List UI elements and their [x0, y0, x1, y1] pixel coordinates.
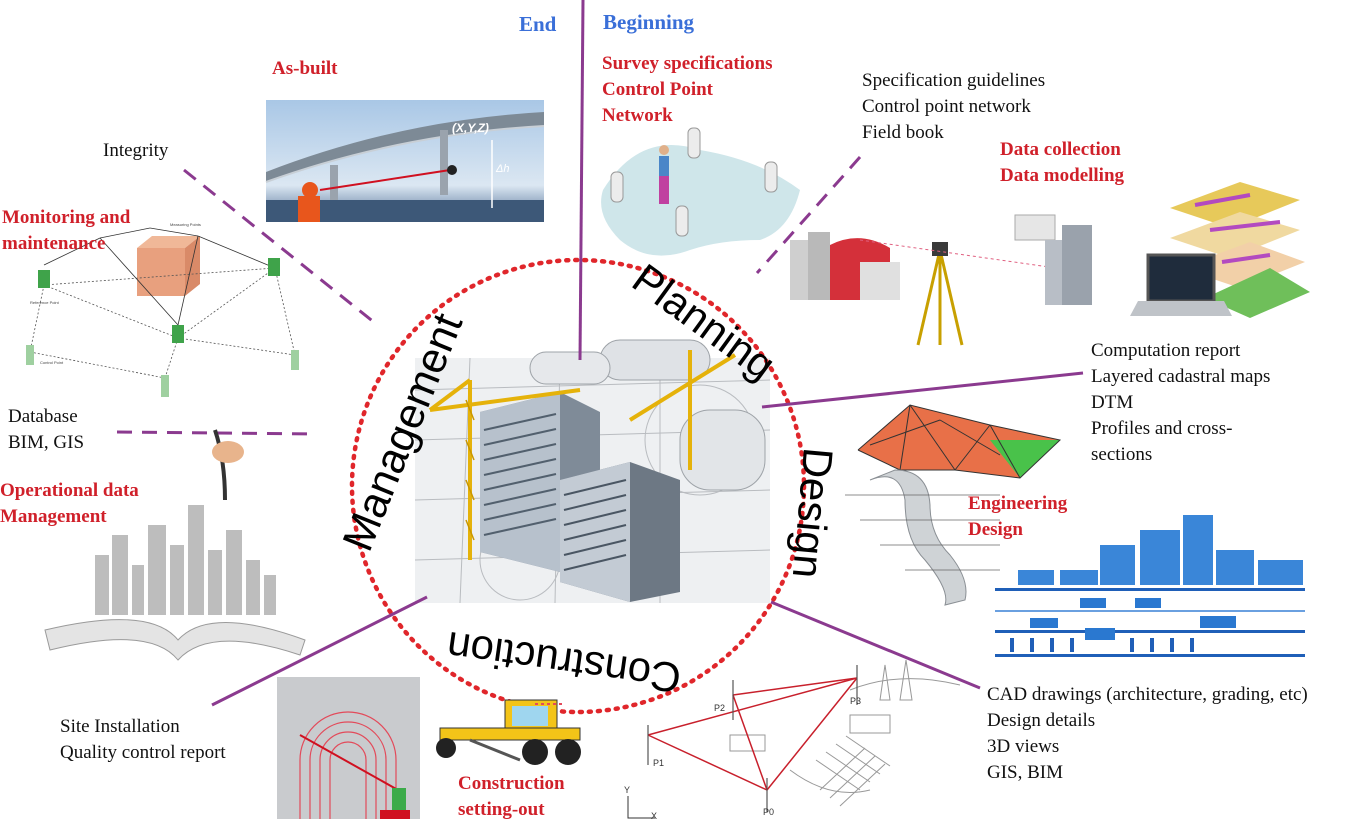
end-marker-label: End	[519, 12, 557, 36]
data-collection-stage-label: Data collection Data modelling	[1000, 137, 1124, 189]
tin-surface-illustration	[857, 404, 1062, 479]
point-label-p1: P1	[653, 758, 665, 768]
survey-stage-line: Survey specifications	[602, 53, 773, 74]
lifecycle-dotted-circle	[349, 257, 807, 715]
planning-deliverables-list: Specification guidelines Control point n…	[862, 68, 1045, 146]
management-deliverables-list: Database BIM, GIS	[8, 404, 84, 456]
engineering-stage-label: Engineering Design	[968, 491, 1067, 543]
xyz-annotation: (X,Y,Z)	[452, 121, 489, 135]
grader-machine-illustration	[436, 699, 581, 765]
construction-setout-stage-line: setting-out	[458, 799, 545, 820]
construction-setout-stage-label: Construction setting-out	[458, 771, 565, 823]
deliverable-item: Computation report	[1091, 340, 1241, 361]
survey-stage-label: Survey specifications Control Point Netw…	[602, 51, 772, 129]
control-point-label: Control Point	[40, 360, 64, 365]
monitoring-stage-line: maintenance	[2, 233, 106, 254]
setting-out-sketch	[627, 659, 961, 819]
deliverable-item: Field book	[862, 122, 944, 143]
deliverable-item: GIS, BIM	[987, 762, 1064, 783]
beginning-marker-label: Beginning	[603, 10, 695, 34]
connector-lines	[116, 0, 1084, 707]
city-book-illustration	[44, 429, 306, 661]
axis-label-y: Y	[624, 785, 631, 795]
point-label-p3: P3	[850, 696, 862, 706]
deliverable-item: BIM, GIS	[8, 432, 85, 453]
survey-stage-line: Control Point	[602, 79, 714, 100]
deliverable-item: sections	[1091, 444, 1153, 465]
operational-stage-line: Operational data	[0, 480, 139, 501]
deliverable-item: Layered cadastral maps	[1091, 366, 1271, 387]
monitoring-stage-label: Monitoring and maintenance	[2, 205, 130, 257]
deliverable-item: Site Installation	[60, 716, 180, 737]
point-label-p0: P0	[763, 807, 775, 817]
deliverable-item: Control point network	[862, 96, 1031, 117]
survey-stage-line: Network	[602, 105, 673, 126]
deliverable-item: Database	[8, 406, 78, 427]
axis-label-x: X	[651, 811, 658, 821]
integrity-label: Integrity	[103, 140, 169, 161]
as-built-stage-label: As-built	[272, 58, 338, 79]
monitoring-stage-line: Monitoring and	[2, 207, 131, 228]
deliverable-item: Quality control report	[60, 742, 226, 763]
deliverable-item: CAD drawings (architecture, grading, etc…	[987, 684, 1308, 705]
deliverable-item: Specification guidelines	[862, 70, 1046, 91]
engineering-stage-line: Design	[968, 519, 1023, 540]
construction-setout-stage-line: Construction	[458, 773, 565, 794]
data-collection-scene	[790, 214, 1092, 346]
tunnel-setting-out-photo	[277, 677, 420, 819]
control-network-illustration	[601, 127, 800, 256]
construction-deliverables-list: Site Installation Quality control report	[60, 714, 226, 766]
design-input-deliverables-list: Computation report Layered cadastral map…	[1091, 338, 1270, 468]
measuring-points-label: Measuring Points	[170, 222, 201, 227]
operational-stage-label: Operational data Management	[0, 478, 139, 530]
data-collection-stage-line: Data modelling	[1000, 165, 1125, 186]
operational-stage-line: Management	[0, 506, 107, 527]
as-built-bridge-photo	[265, 100, 545, 222]
deliverable-item: Profiles and cross-	[1091, 418, 1233, 439]
design-output-deliverables-list: CAD drawings (architecture, grading, etc…	[987, 682, 1308, 786]
monitoring-network-illustration	[26, 227, 299, 397]
deliverable-item: DTM	[1091, 392, 1134, 413]
reference-point-label: Reference Point	[30, 300, 59, 305]
city-design-illustration	[995, 515, 1305, 657]
deliverable-item: Design details	[987, 710, 1096, 731]
central-building-illustration	[414, 339, 771, 604]
data-collection-stage-line: Data collection	[1000, 139, 1121, 160]
delta-h-annotation: Δh	[496, 163, 510, 175]
road-profile-illustration	[845, 469, 1000, 606]
gis-layers-laptop	[1130, 182, 1310, 318]
point-label-p2: P2	[714, 703, 726, 713]
engineering-stage-line: Engineering	[968, 493, 1068, 514]
deliverable-item: 3D views	[987, 736, 1060, 757]
